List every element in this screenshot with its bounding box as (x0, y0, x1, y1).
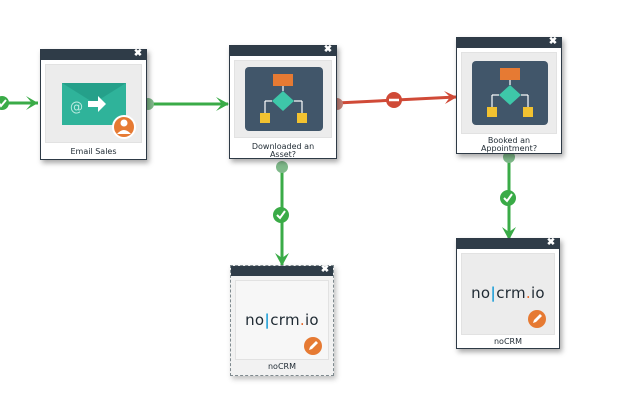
node-header[interactable]: ✖ (230, 44, 336, 56)
node-label: noCRM (267, 362, 296, 371)
logo-text-left: no (245, 311, 265, 329)
node-email-sales[interactable]: ✖ @ Email Sales (40, 48, 147, 160)
node-nocrm[interactable]: ✖ no|crm.io noCRM (456, 237, 560, 349)
close-icon[interactable]: ✖ (548, 36, 558, 47)
node-label-line-2: Asset? (269, 150, 297, 159)
logo-bar: | (264, 311, 271, 329)
node-thumbnail (461, 52, 557, 134)
flowchart-icon (472, 61, 548, 125)
pencil-icon[interactable] (304, 337, 322, 355)
nocrm-logo: no|crm.io (236, 311, 328, 329)
arrow-head-icon (502, 227, 516, 240)
connector-downloaded-to-booked[interactable] (331, 91, 457, 110)
node-label: noCRM (493, 337, 522, 346)
node-header[interactable]: ✖ (231, 264, 333, 276)
logo-text-mid: crm (270, 311, 300, 329)
node-label: Email Sales (70, 147, 117, 156)
node-header[interactable]: ✖ (41, 48, 146, 60)
node-header[interactable]: ✖ (457, 237, 559, 249)
output-port[interactable] (503, 151, 515, 163)
logo-text-mid: crm (496, 284, 526, 302)
arrow-head-icon (216, 97, 229, 111)
node-label-line-2: Appointment? (480, 144, 538, 153)
logo-dot: . (525, 284, 531, 302)
connector-downloaded-to-nocrm[interactable] (273, 161, 289, 266)
email-icon: @ (62, 83, 136, 139)
logo-text-right: io (304, 311, 319, 329)
flowchart-icon (245, 67, 323, 131)
connector-email-to-downloaded[interactable] (142, 97, 229, 111)
node-label-line-1: Downloaded an (251, 142, 315, 151)
arrow-head-icon (26, 96, 38, 110)
close-icon[interactable]: ✖ (133, 48, 143, 59)
node-header[interactable]: ✖ (457, 36, 561, 48)
check-mark (0, 99, 7, 108)
node-downloaded-asset[interactable]: ✖ Downloaded an Asset? (229, 44, 337, 159)
close-icon[interactable]: ✖ (323, 44, 333, 55)
node-nocrm-dragging[interactable]: ✖ no|crm.io noCRM (230, 264, 334, 376)
node-thumbnail (234, 60, 332, 138)
pencil-icon[interactable] (528, 310, 546, 328)
node-booked-appointment[interactable]: ✖ Booked an Appointment? (456, 36, 562, 154)
node-thumbnail: no|crm.io (461, 253, 555, 335)
svg-text:@: @ (70, 100, 83, 115)
connector-start-to-email[interactable] (0, 96, 38, 110)
node-thumbnail: no|crm.io (235, 280, 329, 360)
connector-booked-to-nocrm[interactable] (500, 151, 516, 240)
node-thumbnail: @ (45, 64, 142, 143)
node-label-line-1: Booked an (487, 136, 531, 145)
logo-text-right: io (530, 284, 545, 302)
close-icon[interactable]: ✖ (546, 237, 556, 248)
nocrm-logo: no|crm.io (462, 284, 554, 302)
close-icon[interactable]: ✖ (320, 264, 330, 275)
arrow-head-icon (275, 253, 289, 266)
logo-dot: . (299, 311, 305, 329)
logo-bar: | (490, 284, 497, 302)
output-port[interactable] (276, 161, 288, 173)
arrow-head-icon (444, 91, 457, 104)
logo-text-left: no (471, 284, 491, 302)
